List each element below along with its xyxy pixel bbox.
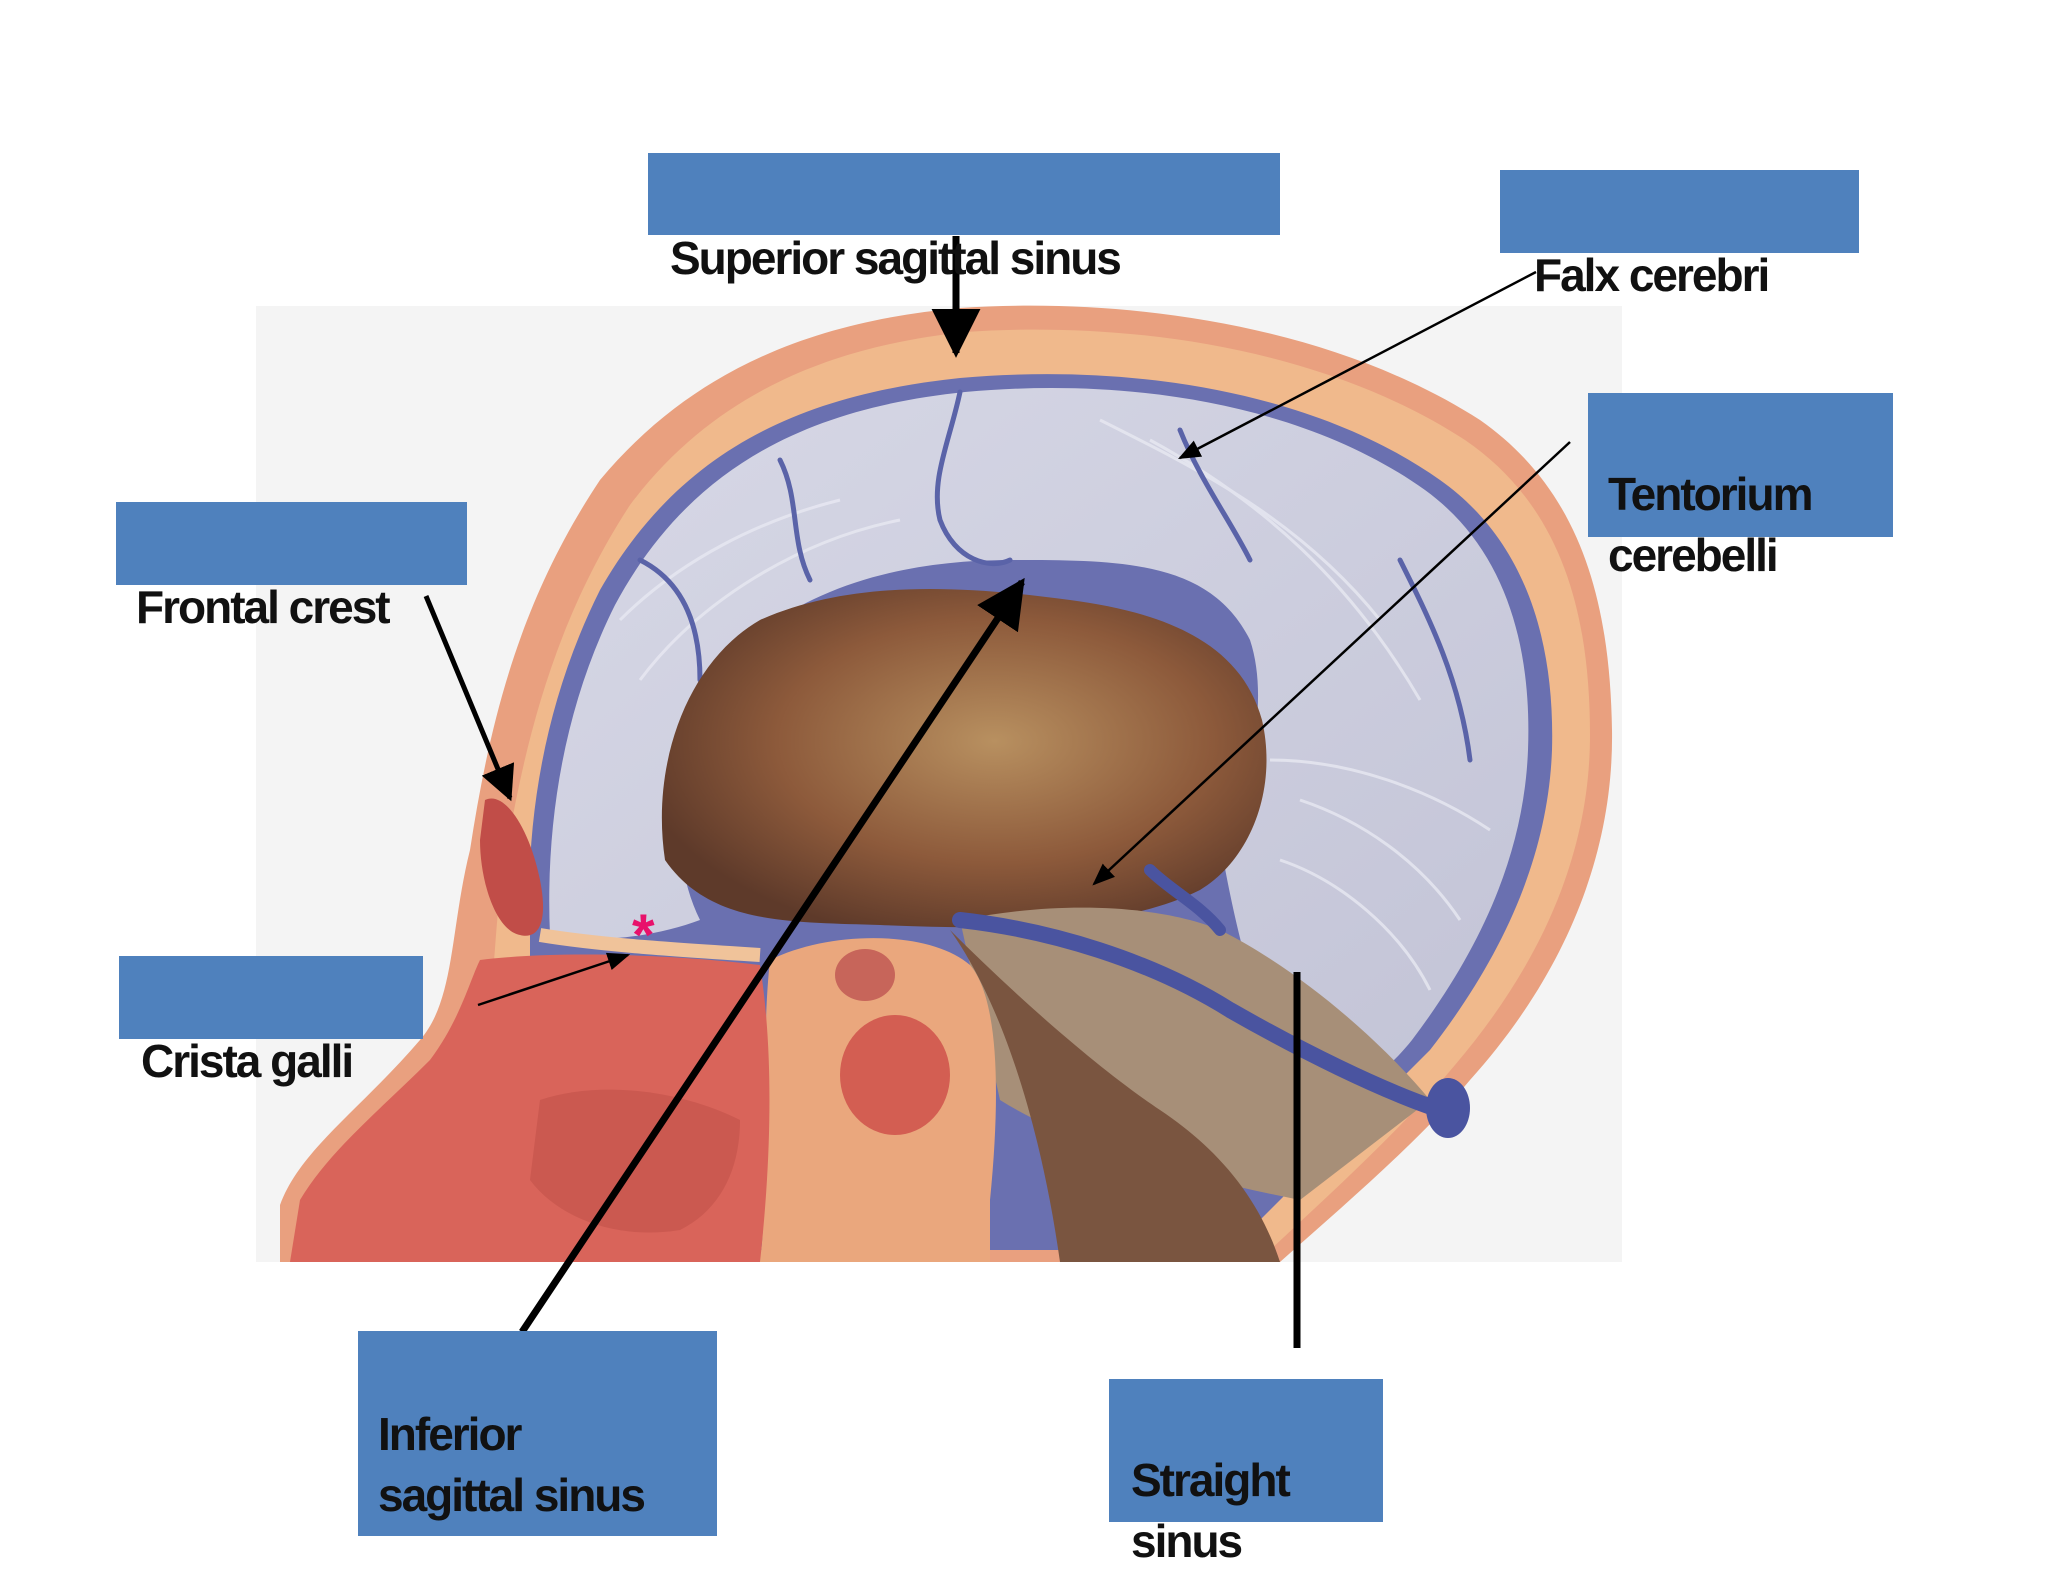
label-tentorium-cerebelli: Tentorium cerebelli: [1588, 393, 1893, 581]
label-falx-cerebri-text: Falx cerebri: [1534, 249, 1770, 301]
pointer-inferior-sagittal-sinus: [519, 577, 1025, 1334]
label-inferior-sagittal-sinus: Inferior sagittal sinus: [358, 1331, 717, 1536]
label-falx-cerebri: Falx cerebri: [1500, 170, 1859, 301]
label-crista-galli: Crista galli: [119, 956, 423, 1087]
anterior-cranial-floor: [538, 928, 761, 962]
label-frontal-crest: Frontal crest: [116, 502, 467, 633]
falx-cerebri-sheet: [549, 388, 1529, 1120]
pointer-lines: [423, 236, 1571, 1348]
label-straight-sinus-text: Straight sinus: [1131, 1454, 1291, 1567]
sphenoid-sinus: [840, 1015, 950, 1135]
falx-vessels: [637, 389, 1473, 763]
anatomy-illustration: [256, 236, 1622, 1348]
straight-sinus-vessel: [952, 912, 1448, 1118]
label-frontal-crest-text: Frontal crest: [136, 581, 391, 633]
crista-galli-marker: *: [632, 903, 655, 968]
falx-texture: [618, 418, 1491, 991]
label-tentorium-cerebelli-text: Tentorium cerebelli: [1608, 468, 1813, 581]
label-superior-sagittal-sinus-text: Superior sagittal sinus: [670, 232, 1122, 284]
cranial-cavity: [661, 588, 1267, 928]
posterior-fossa: [950, 930, 1280, 1262]
label-inferior-sagittal-sinus-text: Inferior sagittal sinus: [378, 1408, 646, 1521]
great-cerebral-vein: [1144, 864, 1226, 936]
label-straight-sinus: Straight sinus: [1109, 1379, 1383, 1567]
pointer-falx-cerebri: [1178, 270, 1537, 460]
transverse-sinus-section: [1426, 1078, 1470, 1138]
pointer-crista-galli: [477, 952, 631, 1007]
label-superior-sagittal-sinus: Superior sagittal sinus: [648, 153, 1280, 284]
pointer-tentorium-cerebelli: [1092, 441, 1571, 886]
pituitary-region: [835, 949, 895, 1001]
pointer-frontal-crest: [423, 595, 515, 802]
frontal-sinus: [480, 798, 544, 936]
label-crista-galli-text: Crista galli: [141, 1035, 354, 1087]
